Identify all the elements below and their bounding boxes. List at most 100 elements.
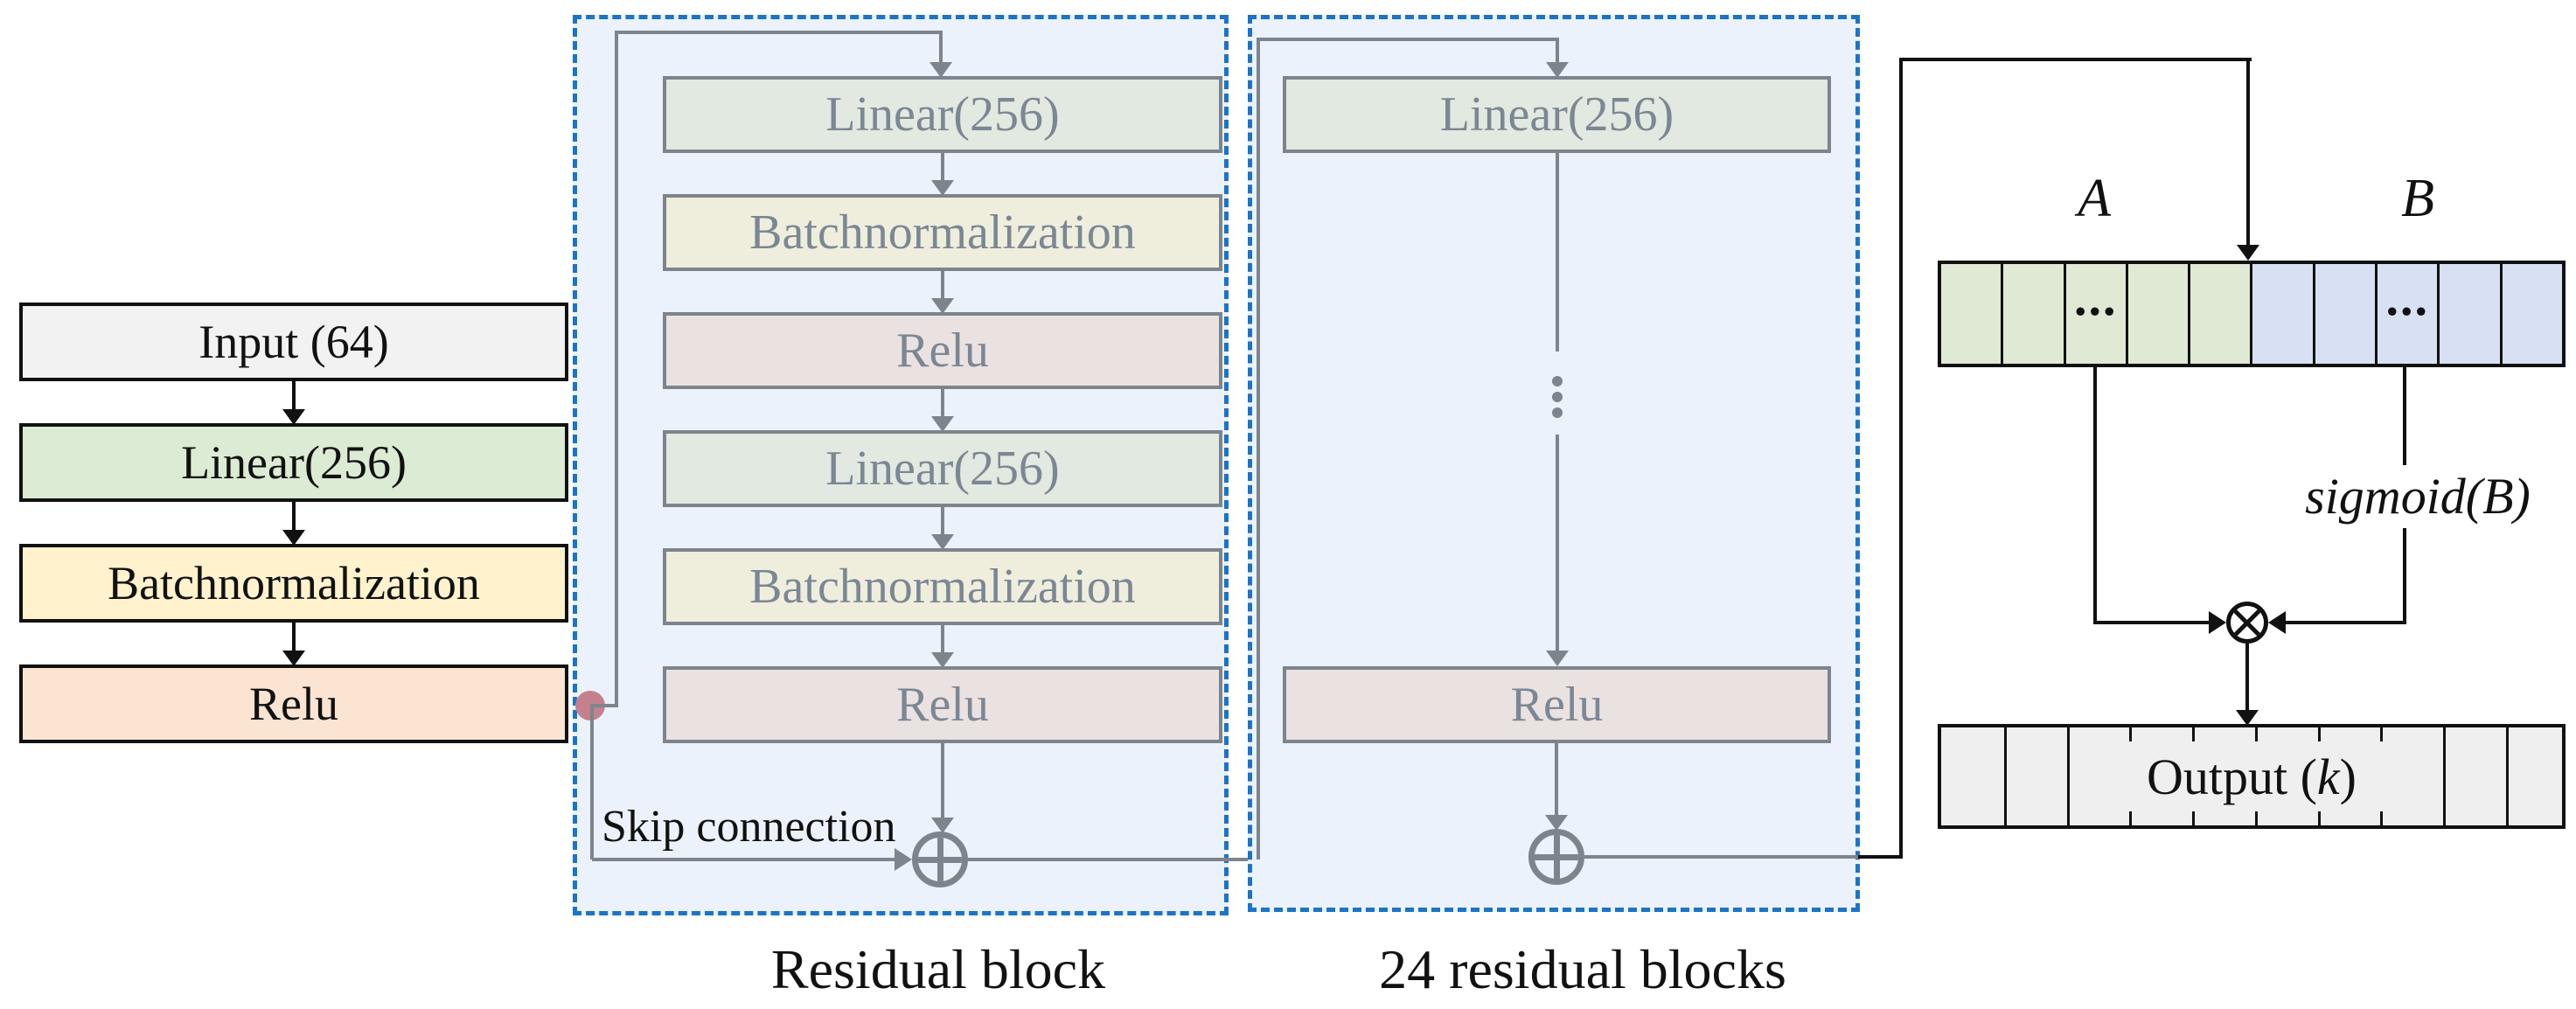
rb-relu2-box: Relu	[663, 666, 1222, 743]
cell-divider	[2506, 727, 2509, 825]
connector-line	[1556, 153, 1559, 351]
cell-divider	[2004, 727, 2007, 825]
vector-cell	[2499, 264, 2562, 364]
arrow-down-icon	[2237, 245, 2259, 261]
skip-connection-label: Skip connection	[602, 802, 896, 852]
vector-b-label: B	[2401, 169, 2434, 228]
arrow-down-icon	[931, 180, 954, 196]
rb-batchnorm1-label: Batchnormalization	[749, 205, 1136, 260]
cell-tick	[2129, 727, 2132, 741]
arrow-down-icon	[282, 651, 305, 666]
connector-line	[939, 34, 943, 62]
vector-cell: ...	[2375, 264, 2438, 364]
ellipsis-label: ...	[2073, 268, 2118, 326]
split-vector: ... ...	[1938, 261, 2566, 367]
vertical-ellipsis-dot	[1552, 407, 1563, 418]
ellipsis-label: ...	[2385, 268, 2429, 326]
output-vector: Output (k)	[1938, 724, 2566, 829]
cell-divider	[2443, 727, 2446, 825]
connector-line	[1556, 435, 1559, 651]
arrow-right-icon	[2209, 611, 2226, 634]
relu-layer-box: Relu	[19, 665, 568, 743]
sb-relu-label: Relu	[1510, 678, 1604, 732]
skip-connection-line	[615, 31, 943, 34]
rb-linear2-box: Linear(256)	[663, 430, 1222, 507]
vector-cell	[2312, 264, 2376, 364]
arrow-down-icon	[931, 416, 954, 432]
sb-linear-label: Linear(256)	[1439, 87, 1674, 142]
arrow-down-icon	[931, 652, 954, 668]
vector-cell: ...	[2063, 264, 2126, 364]
add-operator-icon	[1528, 829, 1584, 885]
batchnorm-layer-label: Batchnormalization	[108, 557, 480, 609]
cell-tick	[2129, 811, 2132, 825]
add-operator-icon	[912, 832, 968, 887]
output-label-prefix: Output (	[2146, 748, 2317, 805]
connector-line	[1858, 855, 1903, 859]
rb-batchnorm2-label: Batchnormalization	[749, 560, 1136, 614]
skip-connection-line	[590, 706, 594, 859]
connector-line	[941, 743, 944, 818]
rb-relu2-label: Relu	[896, 678, 989, 732]
input-layer-label: Input (64)	[198, 316, 389, 368]
linear-layer-label: Linear(256)	[181, 436, 407, 489]
output-label-variable: k	[2316, 748, 2340, 805]
cell-divider	[2067, 727, 2070, 825]
connector-line	[2403, 528, 2406, 624]
input-layer-box: Input (64)	[19, 303, 568, 381]
cell-tick	[2255, 727, 2258, 741]
arrow-down-icon	[1546, 651, 1569, 666]
cell-tick	[2192, 727, 2195, 741]
connector-line	[1584, 855, 1858, 859]
connector-line	[941, 153, 944, 180]
output-label: Output (k)	[1941, 727, 2562, 825]
sb-linear-box: Linear(256)	[1283, 76, 1831, 153]
output-label-suffix: )	[2339, 748, 2357, 805]
residual-block-caption: Residual block	[770, 938, 1106, 1000]
cell-tick	[2192, 811, 2195, 825]
rb-relu1-box: Relu	[663, 312, 1222, 389]
connector-line	[292, 623, 296, 651]
linear-layer-box: Linear(256)	[19, 423, 568, 502]
multiply-operator-icon	[2226, 602, 2268, 644]
connector-line	[1257, 38, 1260, 859]
arrow-down-icon	[2236, 710, 2259, 726]
arrow-down-icon	[282, 530, 305, 546]
connector-line	[292, 502, 296, 530]
arrow-right-icon	[895, 848, 912, 871]
rb-batchnorm2-box: Batchnormalization	[663, 548, 1222, 625]
skip-connection-line	[592, 858, 895, 861]
connector-line	[1899, 58, 2252, 61]
connector-line	[2246, 58, 2250, 245]
connector-line	[968, 858, 1258, 861]
connector-line	[2245, 644, 2249, 710]
rb-relu1-label: Relu	[896, 324, 989, 378]
connector-line	[941, 389, 944, 416]
arrow-down-icon	[931, 818, 954, 833]
stacked-blocks-caption: 24 residual blocks	[1379, 938, 1786, 1000]
rb-linear1-label: Linear(256)	[825, 87, 1060, 142]
connector-line	[2093, 621, 2209, 624]
vertical-ellipsis-dot	[1552, 376, 1563, 386]
vector-cell	[1941, 264, 2002, 364]
connector-line	[941, 625, 944, 652]
cell-tick	[2318, 811, 2321, 825]
rb-linear1-box: Linear(256)	[663, 76, 1222, 153]
arrow-down-icon	[282, 409, 305, 425]
vector-a-label: A	[2078, 169, 2111, 228]
vertical-ellipsis-dot	[1552, 392, 1563, 402]
skip-connection-line	[590, 704, 618, 707]
stacked-blocks-container	[1248, 15, 1860, 912]
arrow-down-icon	[1546, 62, 1569, 78]
vector-cell	[2001, 264, 2064, 364]
connector-line	[941, 271, 944, 298]
connector-line	[2286, 621, 2405, 624]
rb-linear2-label: Linear(256)	[825, 442, 1060, 496]
sigmoid-label: sigmoid(B)	[2305, 468, 2531, 525]
arrow-down-icon	[1545, 815, 1568, 831]
vector-cell	[2125, 264, 2189, 364]
connector-line	[2403, 367, 2406, 465]
relu-layer-label: Relu	[249, 678, 338, 730]
cell-tick	[2380, 811, 2383, 825]
